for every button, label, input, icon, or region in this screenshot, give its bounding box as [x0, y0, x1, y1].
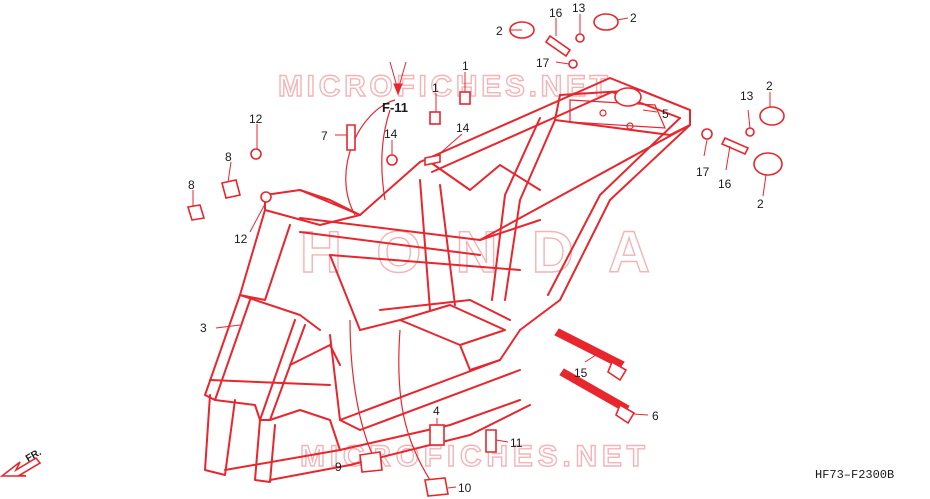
callout-8: 8 [225, 150, 232, 164]
front-direction-indicator: FR. [0, 447, 44, 477]
callout-13: 13 [740, 89, 754, 103]
leader-lines [192, 14, 771, 489]
callout-9: 9 [335, 460, 342, 474]
callout-10: 10 [458, 481, 472, 495]
callout-12: 12 [234, 232, 248, 246]
callout-8: 8 [188, 178, 195, 192]
callout-4: 4 [433, 404, 440, 418]
diagram-code: HF73–F2300B [815, 468, 894, 482]
callout-5: 5 [662, 107, 669, 121]
parts [186, 13, 785, 497]
callout-13: 13 [572, 1, 586, 15]
callout-1: 1 [432, 81, 439, 95]
callout-7: 7 [321, 129, 328, 143]
watermark-brand: HONDA [300, 220, 650, 285]
callout-1: 1 [462, 59, 469, 73]
callout-2: 2 [766, 79, 773, 93]
main-frame [204, 77, 691, 483]
callout-16: 16 [549, 6, 563, 20]
front-direction-label: FR. [24, 447, 44, 465]
callout-labels: 1 1 2 2 2 2 3 4 5 6 7 8 8 9 10 11 12 12 … [188, 1, 894, 495]
callout-17: 17 [696, 165, 710, 179]
callout-16: 16 [718, 177, 732, 191]
callout-11: 11 [510, 436, 523, 450]
callout-12: 12 [249, 112, 263, 126]
callout-2: 2 [630, 11, 637, 25]
callout-14: 14 [384, 127, 398, 141]
reference-f11: F-11 [382, 100, 408, 115]
watermark-top: MICROFICHES.NET [278, 70, 608, 103]
callout-17: 17 [536, 56, 550, 70]
front-arrow-icon [0, 456, 42, 477]
callout-2: 2 [757, 197, 764, 211]
callout-2: 2 [496, 24, 503, 38]
callout-6: 6 [652, 409, 659, 423]
callout-3: 3 [200, 321, 207, 335]
callout-15: 15 [574, 366, 588, 380]
callout-14: 14 [456, 121, 470, 135]
watermark-bottom: MICROFICHES.NET [300, 440, 645, 473]
